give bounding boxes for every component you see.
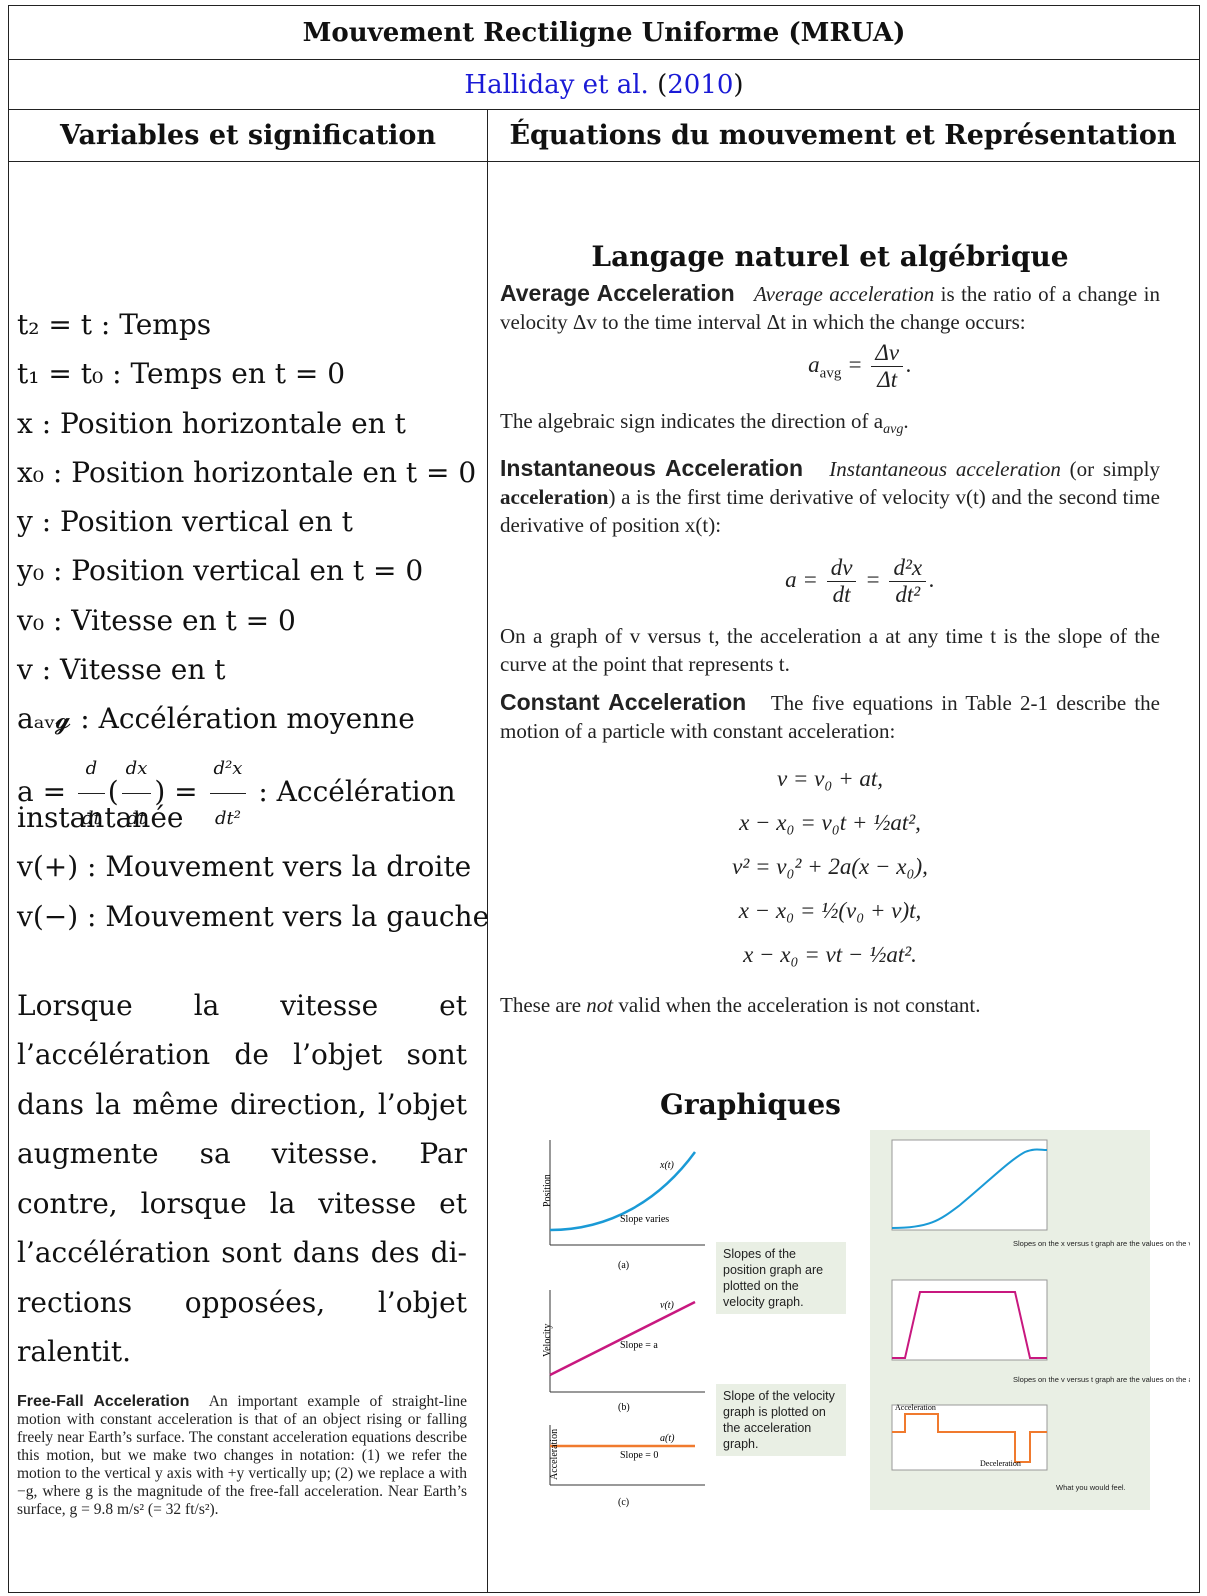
mrua-table: Mouvement Rectiligne Uniforme (MRUA) Hal…	[8, 5, 1200, 1593]
variable-item: v(+) : Mouvement vers la droite	[17, 850, 472, 884]
variable-item: v(−) : Mouvement vers la gauche	[17, 899, 490, 933]
velocity-graph: Velocity v(t) Slope = a (b)	[542, 1290, 705, 1413]
column-headers: Variables et signification Équations du …	[9, 110, 1199, 162]
freefall-text: An important example of straight-line mo…	[17, 1392, 468, 1518]
position-graph: Position x(t) Slope varies (a)	[542, 1140, 705, 1271]
caption-c: (c)	[618, 1497, 629, 1508]
inst-accel-heading: Instantaneous Acceleration	[500, 455, 804, 482]
citation: Halliday et al. (2010)	[9, 60, 1199, 110]
slope-0-label: Slope = 0	[620, 1450, 658, 1461]
right-note-2: Slopes on the v versus t graph are the v…	[1013, 1375, 1190, 1384]
variable-item: v₀ : Vitesse en t = 0	[17, 603, 296, 637]
inst-accel-block: Instantaneous Acceleration Instantaneous…	[500, 455, 1160, 538]
col-left-header: Variables et signification	[59, 120, 437, 151]
acceleration-axis-label: Acceleration	[549, 1429, 560, 1480]
deceleration-label: Deceleration	[980, 1459, 1021, 1468]
kinematic-eq: v = v₀ + at,	[776, 766, 884, 792]
motion-graphs-figure: Position x(t) Slope varies (a) Velocity …	[542, 1130, 1190, 1510]
const-accel-block: Constant Acceleration The five equations…	[500, 689, 1161, 744]
equations-column: Langage naturel et algébrique Average Ac…	[500, 240, 1160, 1019]
at-label: a(t)	[660, 1433, 675, 1444]
at-graph: Deceleration Acceleration	[891, 1403, 1048, 1471]
variable-item: t₁ = t₀ : Temps en t = 0	[17, 357, 346, 391]
variable-item: aₐᵥ𝓰 : Accélération moyenne	[17, 702, 415, 736]
position-axis-label: Position	[542, 1174, 553, 1207]
avg-sign-text: The algebraic sign indicates the directi…	[500, 409, 909, 438]
const-accel-heading: Constant Acceleration	[500, 689, 747, 716]
note-position-slopes: Slopes of the position graph are plotted…	[716, 1242, 846, 1314]
citation-year[interactable]: 2010	[667, 70, 734, 100]
avg-accel-heading: Average Acceleration	[500, 280, 735, 306]
kinematic-eq: x − x₀ = v₀t + ½at²,	[739, 810, 921, 836]
direction-paragraph: Lorsque la vitesse et l’accéléra­tion de…	[17, 988, 467, 1369]
citation-authors[interactable]: Halliday et al.	[464, 70, 649, 100]
graphs-title: Graphiques	[660, 1088, 841, 1121]
accel-definition-line2: instantanée	[17, 800, 184, 834]
variable-item: x₀ : Position horizontale en t = 0	[17, 455, 477, 489]
vt-label: v(t)	[660, 1300, 675, 1311]
kinematic-eq: x − x₀ = vt − ½at².	[743, 942, 917, 968]
kinematic-eq: x − x₀ = ½(v₀ + v)t,	[738, 898, 922, 924]
velocity-axis-label: Velocity	[542, 1324, 553, 1357]
section-title: Langage naturel et algébrique	[591, 240, 1069, 273]
acceleration-label: Acceleration	[895, 1403, 936, 1412]
kinematic-eq: v² = v₀² + 2a(x − x₀),	[732, 854, 928, 880]
freefall-heading: Free-Fall Acceleration	[17, 1392, 190, 1410]
variable-item: t₂ = t : Temps	[17, 308, 212, 341]
column-divider	[487, 110, 488, 1592]
caption-b: (b)	[618, 1402, 630, 1413]
right-note-3: What you would feel.	[1056, 1483, 1126, 1492]
validity-note: These are not valid when the acceleratio…	[500, 993, 981, 1018]
variable-item: y₀ : Position vertical en t = 0	[17, 554, 424, 588]
col-right-header: Équations du mouvement et Représentation	[509, 120, 1177, 151]
avg-accel-block: Average Acceleration Average acceleratio…	[500, 280, 1161, 334]
vt-graph	[891, 1279, 1048, 1361]
freefall-excerpt: Free-Fall Acceleration An important exam…	[17, 1393, 467, 1519]
slope-a-label: Slope = a	[620, 1340, 658, 1351]
slope-text: On a graph of v versus t, the accelerati…	[500, 624, 1160, 677]
table-title: Mouvement Rectiligne Uniforme (MRUA)	[9, 6, 1199, 60]
kinematic-equations: v = v₀ + at, x − x₀ = v₀t + ½at², v² = v…	[500, 757, 1160, 977]
xt-label: x(t)	[659, 1160, 675, 1171]
variable-item: y : Position vertical en t	[17, 505, 353, 539]
slope-varies-label: Slope varies	[620, 1214, 669, 1225]
xt-graph	[891, 1139, 1048, 1231]
variable-item: v : Vitesse en t	[17, 653, 226, 687]
right-note-1: Slopes on the x versus t graph are the v…	[1013, 1239, 1190, 1248]
variables-column: t₂ = t : Temps t₁ = t₀ : Temps en t = 0 …	[17, 300, 490, 1519]
note-velocity-slope: Slope of the velocity graph is plotted o…	[716, 1384, 846, 1456]
caption-a: (a)	[618, 1260, 629, 1271]
acceleration-graph: Acceleration a(t) Slope = 0 (c)	[549, 1425, 705, 1508]
variable-item: x : Position horizontale en t	[17, 406, 406, 440]
